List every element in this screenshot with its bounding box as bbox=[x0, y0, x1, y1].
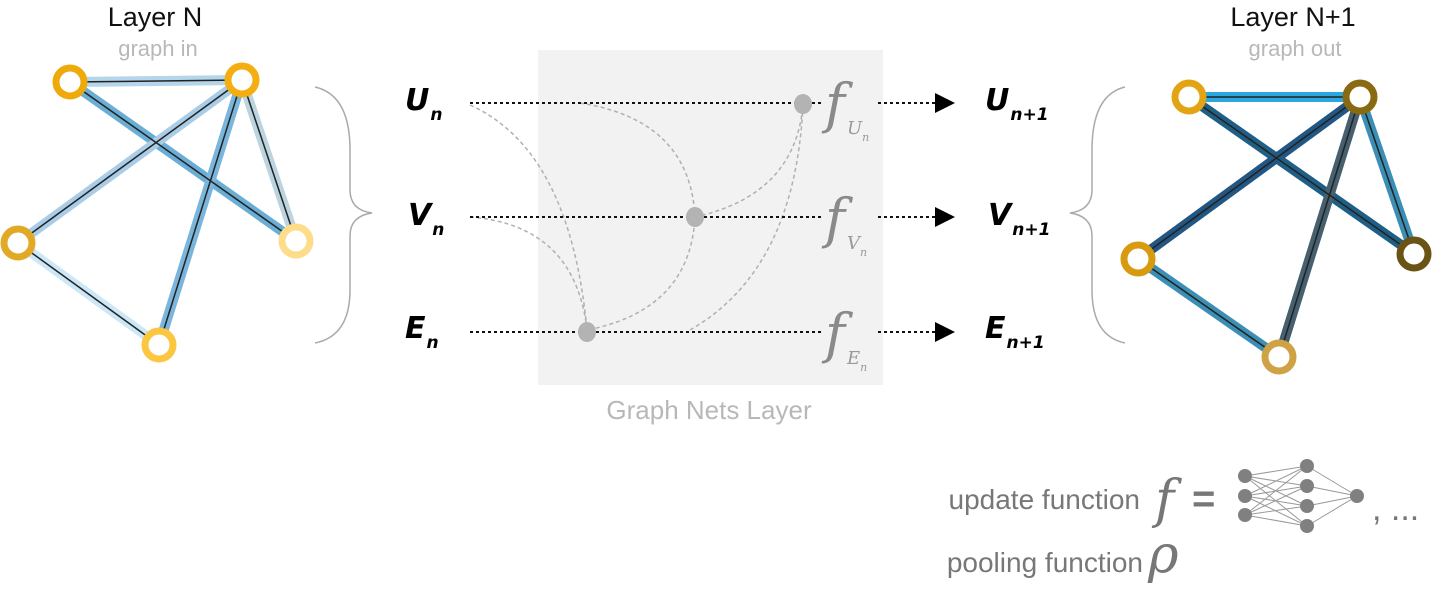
node bbox=[52, 64, 88, 100]
output-v: Vn+1 bbox=[988, 198, 1050, 240]
output-e: En+1 bbox=[985, 311, 1045, 353]
node bbox=[1342, 79, 1378, 115]
update-function-symbol: f bbox=[1151, 470, 1182, 530]
input-u: Un bbox=[405, 83, 442, 125]
left-graph-title: Layer N bbox=[108, 2, 203, 32]
node bbox=[1120, 241, 1156, 277]
arrow-icon bbox=[935, 93, 955, 113]
graph-nets-layer-label: Graph Nets Layer bbox=[606, 395, 812, 425]
aggregation-node bbox=[578, 322, 596, 342]
node bbox=[224, 62, 260, 98]
input-v: Vn bbox=[408, 198, 444, 240]
neural-network-icon bbox=[1238, 459, 1364, 533]
update-function-label: update function bbox=[949, 484, 1141, 515]
input-e: En bbox=[405, 311, 439, 353]
node bbox=[1261, 339, 1297, 375]
pooling-function-symbol: ρ bbox=[1147, 525, 1179, 585]
right-graph-subtitle: graph out bbox=[1249, 36, 1342, 61]
right-graph-title: Layer N+1 bbox=[1230, 2, 1355, 32]
node bbox=[1396, 236, 1432, 272]
flow-lines bbox=[470, 102, 935, 333]
node bbox=[1171, 79, 1207, 115]
left-brace bbox=[314, 86, 373, 344]
aggregation-node bbox=[686, 207, 704, 227]
node bbox=[0, 225, 36, 261]
arrow-icon bbox=[935, 322, 955, 342]
arrow-icon bbox=[935, 207, 955, 227]
ellipsis: , ... bbox=[1372, 490, 1419, 528]
right-brace bbox=[1069, 86, 1126, 344]
left-graph bbox=[0, 62, 314, 363]
aggregation-node bbox=[794, 94, 812, 114]
node bbox=[141, 327, 177, 363]
right-graph bbox=[1120, 79, 1432, 375]
pooling-function-label: pooling function bbox=[947, 547, 1143, 578]
equals-sign: = bbox=[1192, 477, 1215, 521]
output-u: Un+1 bbox=[985, 83, 1049, 125]
left-graph-subtitle: graph in bbox=[118, 36, 198, 61]
node bbox=[278, 223, 314, 259]
